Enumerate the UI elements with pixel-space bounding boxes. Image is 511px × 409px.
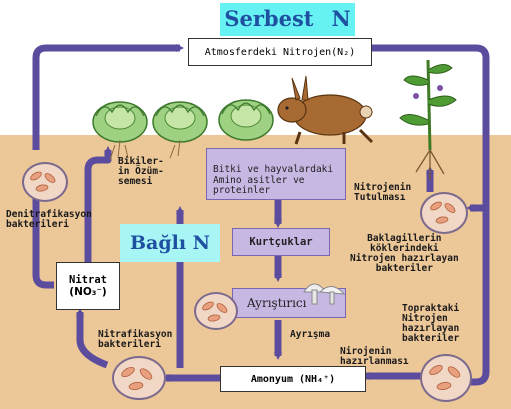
legume-bacteria-label: Baklagillerin köklerindeki Nitrojen hazı…: [350, 233, 459, 274]
bacteria-icon: [420, 192, 468, 234]
bacteria-icon: [22, 162, 68, 202]
bacteria-icon: [420, 354, 472, 402]
cabbage-icon: [92, 101, 148, 143]
free-nitrogen-title: Serbest N: [220, 3, 355, 36]
nitrate-box: Nitrat (NO₃⁻): [56, 262, 120, 310]
free-label: Serbest: [224, 6, 314, 32]
nitrification-to-nitrate-arrow: [76, 308, 109, 369]
ammonification-label: Nirojenin hazırlanması: [340, 346, 409, 367]
bacteria-icon: [112, 356, 166, 400]
right-fixation-arrow: [372, 44, 490, 386]
atmosphere-label: Atmosferdeki Nitrojen(N₂): [204, 46, 356, 58]
rabbit-icon: [277, 75, 374, 145]
denitrification-label: Denitrafikasyon bakterileri: [6, 209, 92, 230]
assimilation-arrow: [84, 146, 112, 262]
worms-box: Kurtçuklar: [232, 228, 330, 256]
cabbage-icon: [152, 101, 208, 143]
nitrogen-fixation-label: Nitrojenin Tutulması: [354, 182, 412, 203]
amino-acids-box: Bitki ve hayvalardaki Amino asitler ve p…: [206, 148, 346, 200]
nitrate-formula: (NO₃⁻): [69, 286, 107, 298]
plant-icon: [399, 59, 457, 180]
ammonium-label: Amonyum (NH₄⁺): [250, 373, 336, 385]
atmosphere-nitrogen-box: Atmosferdeki Nitrojen(N₂): [188, 38, 372, 66]
amino-label: Bitki ve hayvalardaki Amino asitler ve p…: [213, 164, 334, 197]
nitrification-label: Nitrafikasyon bakterileri: [98, 329, 173, 350]
soil-bacteria-label: Topraktaki Nitrojen hazırlayan bakterile…: [402, 303, 460, 344]
free-symbol: N: [331, 6, 351, 32]
decomposer-label: Ayrıştırıcı: [247, 296, 307, 310]
denitrification-arrow: [32, 44, 184, 150]
worms-label: Kurtçuklar: [249, 236, 313, 248]
bound-nitrogen-label: Bağlı N: [120, 224, 220, 262]
ammonium-box: Amonyum (NH₄⁺): [220, 366, 366, 392]
nitrate-to-denitrification-arrow: [32, 192, 54, 289]
bacteria-icon: [194, 292, 238, 330]
decomposition-label: Ayrışma: [290, 329, 331, 340]
cabbage-icon: [218, 99, 274, 141]
bound-label-text: Bağlı N: [129, 232, 211, 254]
assimilation-label: Bikiler- in Özüm- semesi: [118, 156, 164, 187]
nitrate-title: Nitrat: [69, 274, 107, 286]
